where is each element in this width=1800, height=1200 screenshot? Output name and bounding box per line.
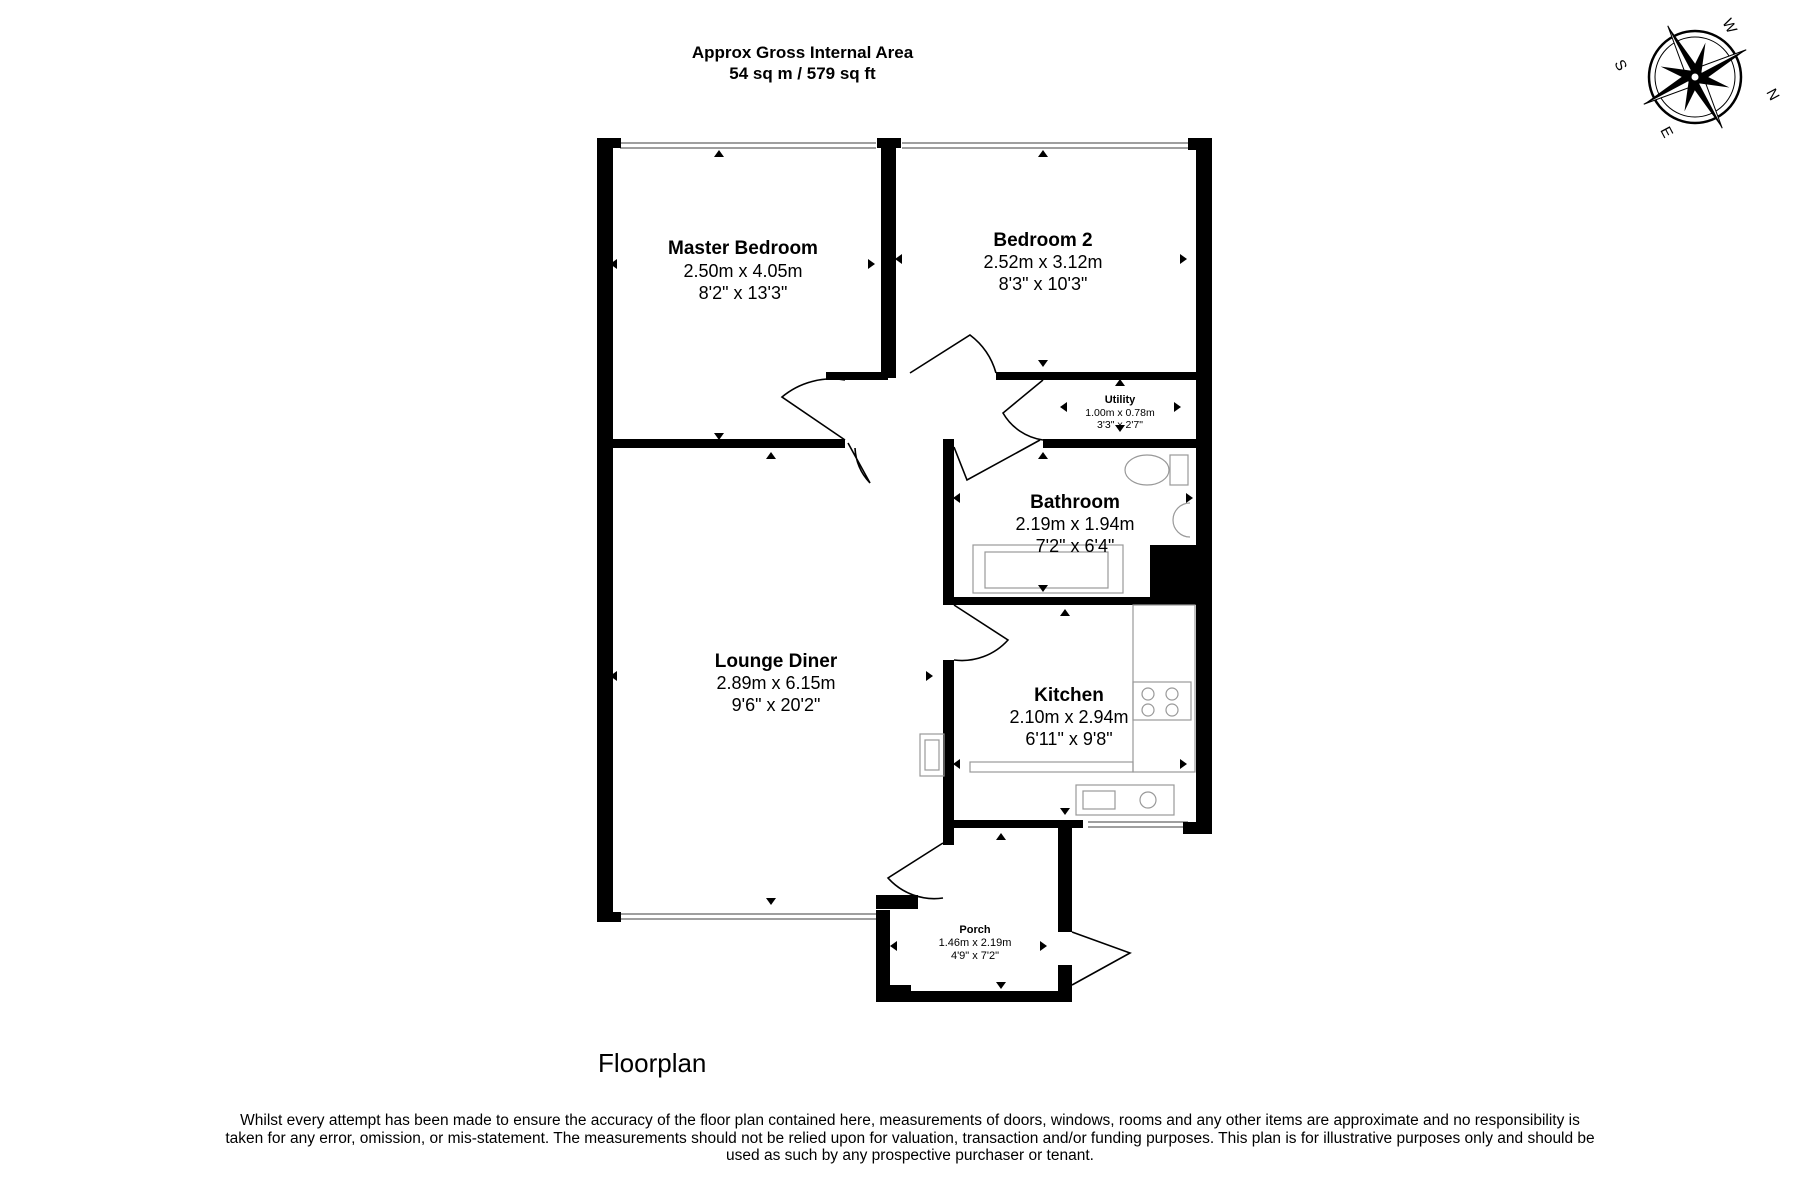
area-size: 54 sq m / 579 sq ft (729, 64, 876, 83)
room-name: Kitchen (1034, 685, 1104, 706)
room-name: Bedroom 2 (993, 230, 1092, 251)
room-metric: 2.10m x 2.94m (1009, 707, 1128, 727)
compass-east-label: E (1656, 124, 1676, 141)
room-name: Bathroom (1030, 492, 1120, 513)
compass-west-label: W (1718, 16, 1740, 37)
room-metric: 2.19m x 1.94m (1015, 514, 1134, 534)
room-imperial: 8'3" x 10'3" (999, 274, 1088, 294)
compass-rose-icon: N E S W (1610, 16, 1782, 141)
room-lounge-diner: Lounge Diner 2.89m x 6.15m 9'6" x 20'2" (715, 651, 838, 715)
room-metric: 1.00m x 0.78m (1085, 407, 1155, 419)
room-name: Porch (959, 924, 990, 936)
room-name: Master Bedroom (668, 238, 818, 259)
compass-north-label: N (1762, 86, 1782, 104)
room-imperial: 9'6" x 20'2" (732, 695, 821, 715)
toilet-icon (1124, 454, 1170, 486)
room-kitchen: Kitchen 2.10m x 2.94m 6'11" x 9'8" (1009, 685, 1128, 749)
room-bedroom-2: Bedroom 2 2.52m x 3.12m 8'3" x 10'3" (983, 230, 1102, 294)
room-metric: 2.52m x 3.12m (983, 252, 1102, 272)
room-utility: Utility 1.00m x 0.78m 3'3" x 2'7" (1085, 394, 1155, 431)
room-metric: 2.89m x 6.15m (716, 673, 835, 693)
room-name: Lounge Diner (715, 651, 838, 672)
room-master-bedroom: Master Bedroom 2.50m x 4.05m 8'2" x 13'3… (668, 238, 818, 303)
area-title: Approx Gross Internal Area (691, 43, 914, 62)
area-header: Approx Gross Internal Area 54 sq m / 579… (0, 42, 1800, 84)
dimension-arrows (610, 150, 1193, 989)
compass-south-label: S (1610, 57, 1630, 74)
fixtures (919, 454, 1196, 816)
floor-label: Floorplan (598, 1048, 707, 1078)
room-imperial: 4'9" x 7'2" (951, 950, 999, 962)
door-swings (780, 334, 1132, 986)
room-bathroom: Bathroom 2.19m x 1.94m 7'2" x 6'4" (1015, 492, 1134, 556)
room-imperial: 8'2" x 13'3" (699, 283, 788, 303)
walls (597, 138, 1212, 1002)
hob-icon (1132, 681, 1192, 721)
room-porch: Porch 1.46m x 2.19m 4'9" x 7'2" (939, 924, 1012, 962)
windows (620, 142, 1188, 920)
room-imperial: 7'2" x 6'4" (1036, 536, 1115, 556)
room-imperial: 3'3" x 2'7" (1097, 419, 1143, 431)
sink-icon (1075, 784, 1175, 816)
disclaimer-text: Whilst every attempt has been made to en… (225, 1112, 1595, 1164)
room-imperial: 6'11" x 9'8" (1025, 729, 1112, 749)
room-metric: 2.50m x 4.05m (683, 261, 802, 281)
room-name: Utility (1105, 394, 1136, 406)
radiator-icon (919, 733, 945, 777)
bath-icon (972, 544, 1124, 594)
room-metric: 1.46m x 2.19m (939, 937, 1012, 949)
